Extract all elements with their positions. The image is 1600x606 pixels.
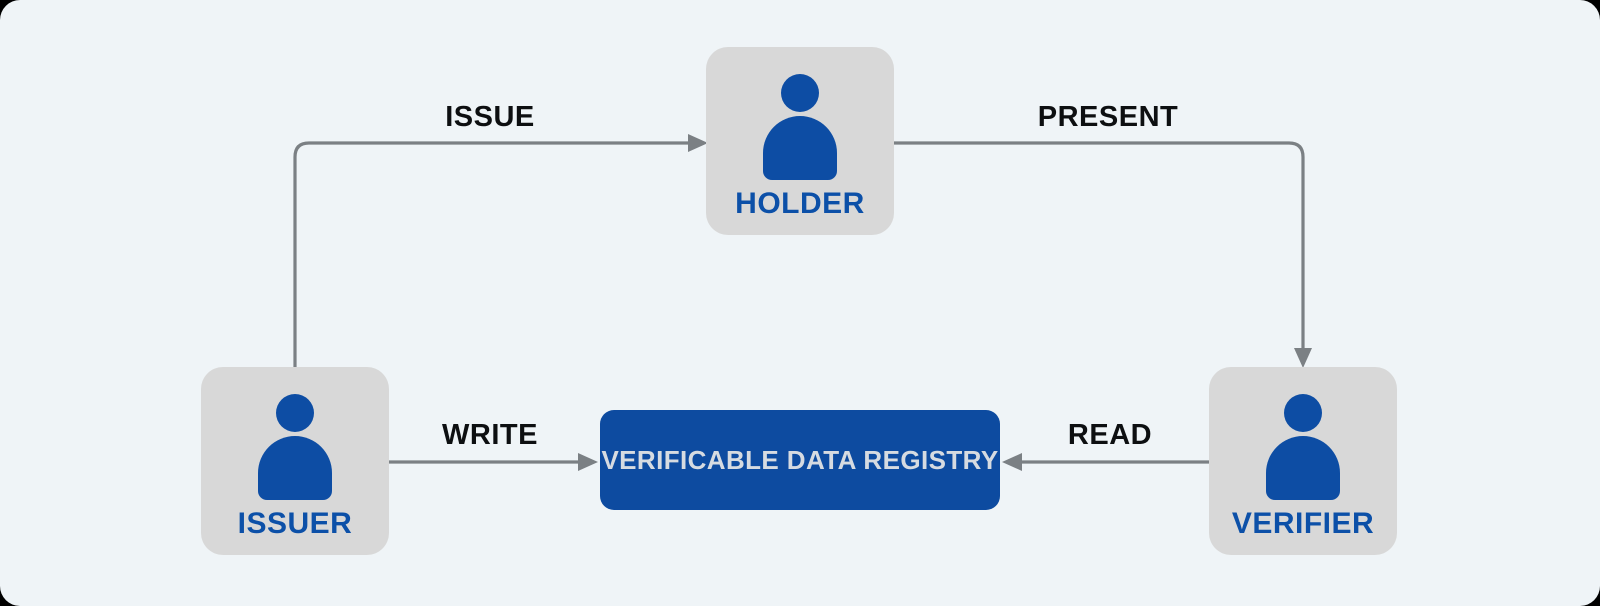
person-icon-body — [1266, 436, 1340, 500]
person-icon — [1266, 394, 1340, 500]
edge-label-write: WRITE — [442, 419, 538, 451]
issue-arrow — [293, 134, 708, 367]
verifier-label: VERIFIER — [1231, 507, 1375, 540]
person-icon-head — [1284, 394, 1322, 432]
person-icon — [258, 394, 332, 500]
registry-node: VERIFICABLE DATA REGISTRY — [600, 410, 1000, 510]
present-arrow — [894, 141, 1312, 368]
issuer-label: ISSUER — [237, 507, 353, 540]
edge-label-present: PRESENT — [1037, 101, 1179, 133]
person-icon-head — [276, 394, 314, 432]
person-icon-body — [763, 116, 837, 180]
issue-arrowhead-icon — [688, 134, 708, 152]
verifier-node: VERIFIER — [1209, 367, 1397, 555]
person-icon — [763, 74, 837, 180]
read-arrowhead-icon — [1002, 453, 1022, 471]
present-arrowhead-icon — [1294, 348, 1312, 368]
holder-node: HOLDER — [706, 47, 894, 235]
holder-label: HOLDER — [735, 187, 865, 220]
registry-label: VERIFICABLE DATA REGISTRY — [601, 445, 999, 475]
read-arrow — [1002, 453, 1209, 471]
edge-label-issue: ISSUE — [445, 101, 535, 133]
write-arrowhead-icon — [578, 453, 598, 471]
write-arrow — [389, 453, 598, 471]
edge-label-read: READ — [1067, 419, 1153, 451]
issuer-node: ISSUER — [201, 367, 389, 555]
person-icon-body — [258, 436, 332, 500]
person-icon-head — [781, 74, 819, 112]
